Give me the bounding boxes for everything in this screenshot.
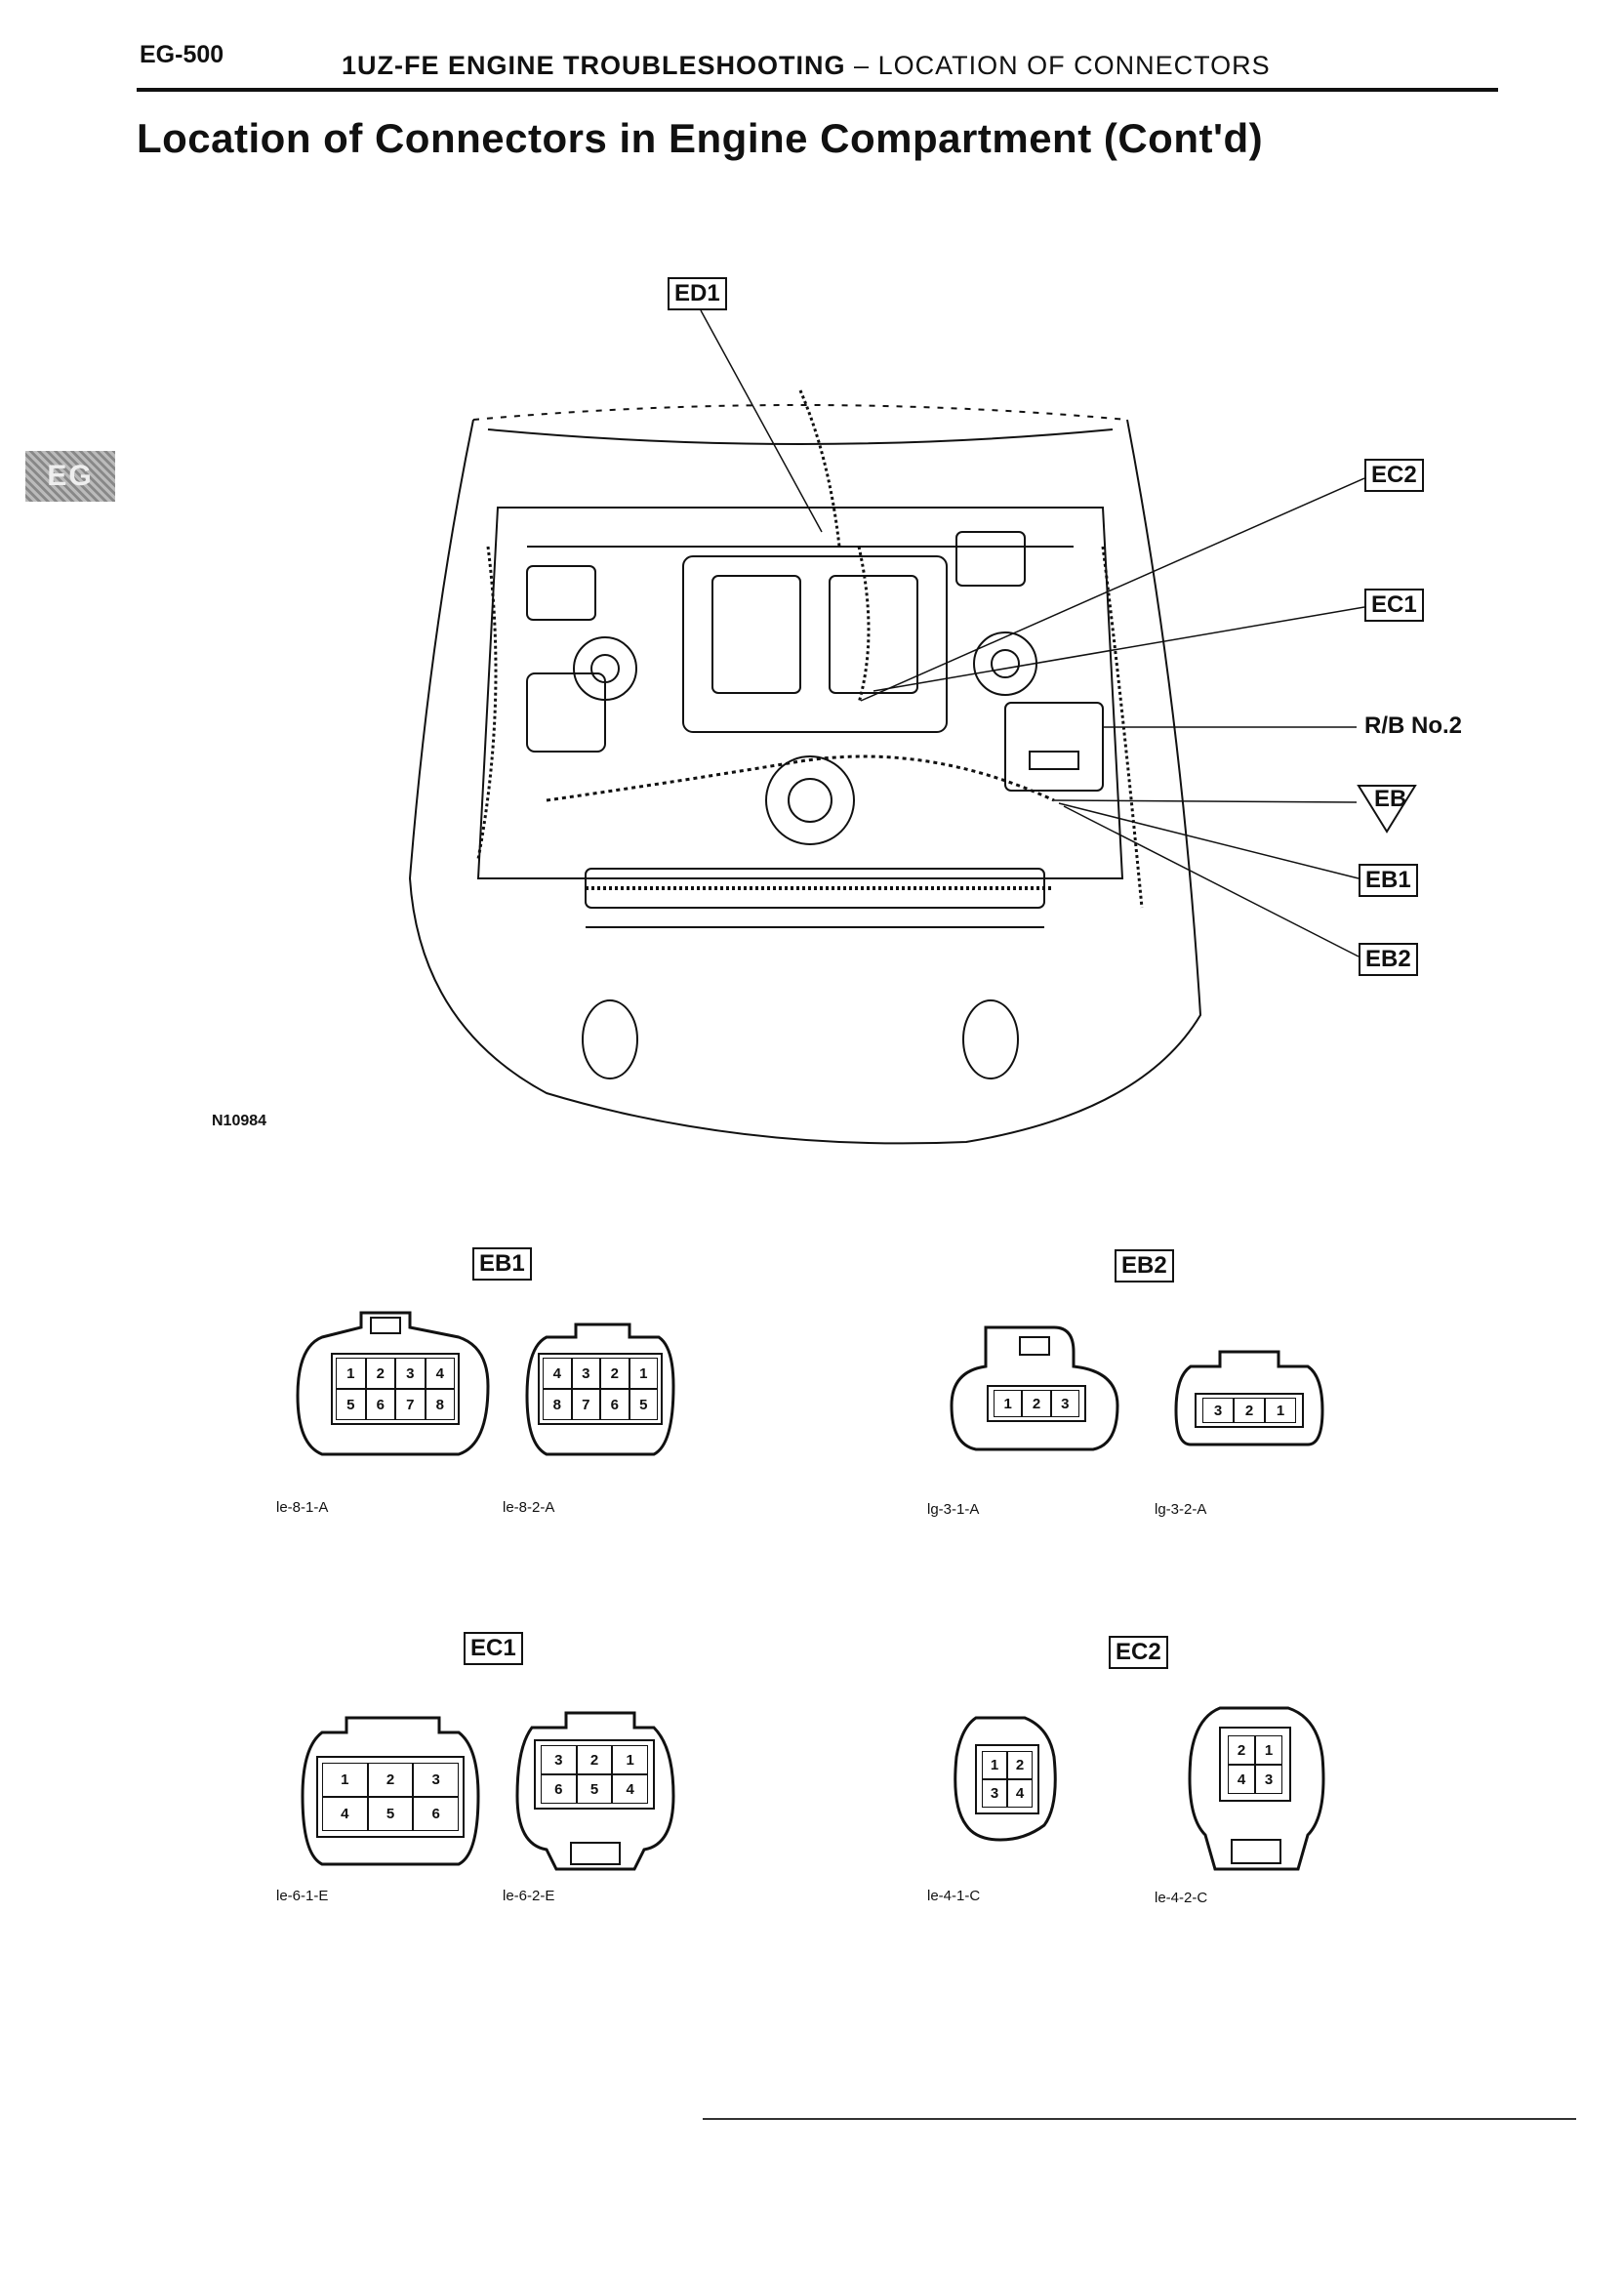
callout-eb: EB <box>1374 786 1407 812</box>
callout-ec1: EC1 <box>1364 589 1424 622</box>
pin: 8 <box>425 1389 455 1420</box>
callout-rb-no2: R/B No.2 <box>1364 712 1463 739</box>
connector-code: le-4-1-C <box>927 1888 981 1904</box>
callout-eb2: EB2 <box>1359 943 1418 976</box>
pin: 4 <box>1228 1765 1255 1794</box>
pin: 5 <box>336 1389 366 1420</box>
page-number: EG-500 <box>140 41 224 68</box>
side-tab-label: EG <box>47 460 94 492</box>
pin: 7 <box>395 1389 426 1420</box>
pin: 2 <box>1022 1390 1051 1417</box>
pin: 1 <box>322 1763 368 1797</box>
pin: 4 <box>1007 1779 1033 1808</box>
pin: 1 <box>994 1390 1023 1417</box>
ec1-right-housing <box>515 1711 675 1871</box>
header-separator: – <box>854 51 871 80</box>
pin: 2 <box>1234 1398 1265 1423</box>
pin: 1 <box>1255 1735 1282 1765</box>
pin: 3 <box>982 1779 1007 1808</box>
ec2-left-pins: 1 2 3 4 <box>982 1751 1033 1808</box>
connector-label-eb1: EB1 <box>472 1247 532 1281</box>
pin: 4 <box>543 1358 572 1389</box>
ec1-left-housing <box>301 1716 480 1866</box>
connector-code: le-4-2-C <box>1155 1890 1208 1906</box>
bottom-rule <box>703 2118 1576 2120</box>
pin: 3 <box>395 1358 426 1389</box>
connector-label-ec2: EC2 <box>1109 1636 1168 1669</box>
pin: 4 <box>322 1797 368 1831</box>
eb1-left-pins: 1 2 3 4 5 6 7 8 <box>336 1358 455 1420</box>
eb2-right-housing <box>1174 1350 1324 1446</box>
pin: 2 <box>1007 1751 1033 1779</box>
ec2-right-pins: 2 1 4 3 <box>1228 1735 1282 1794</box>
pin: 4 <box>425 1358 455 1389</box>
eb1-left-housing <box>296 1311 490 1456</box>
figure-id: N10984 <box>212 1113 267 1129</box>
pin: 2 <box>600 1358 629 1389</box>
pin: 3 <box>1050 1390 1079 1417</box>
pin: 2 <box>576 1745 613 1774</box>
callout-ec2: EC2 <box>1364 459 1424 492</box>
pin: 3 <box>1202 1398 1234 1423</box>
callout-eb1: EB1 <box>1359 864 1418 897</box>
pin: 6 <box>541 1774 577 1804</box>
pin: 7 <box>571 1389 600 1420</box>
connector-code: le-8-2-A <box>503 1499 555 1516</box>
pin: 6 <box>413 1797 459 1831</box>
pin: 3 <box>541 1745 577 1774</box>
eb2-left-pins: 1 2 3 <box>994 1390 1079 1417</box>
pin: 8 <box>543 1389 572 1420</box>
connector-code: lg-3-2-A <box>1155 1501 1207 1518</box>
eb1-right-pins: 4 3 2 1 8 7 6 5 <box>543 1358 658 1420</box>
eb1-right-housing <box>525 1323 675 1456</box>
pin: 1 <box>629 1358 658 1389</box>
section-title: 1UZ-FE ENGINE TROUBLESHOOTING <box>342 51 846 80</box>
pin: 4 <box>612 1774 648 1804</box>
pin: 5 <box>576 1774 613 1804</box>
pin: 5 <box>367 1797 414 1831</box>
connector-code: le-6-1-E <box>276 1888 329 1904</box>
pin: 3 <box>571 1358 600 1389</box>
pin: 1 <box>982 1751 1007 1779</box>
connector-code: lg-3-1-A <box>927 1501 980 1518</box>
pin: 2 <box>365 1358 395 1389</box>
pin: 6 <box>600 1389 629 1420</box>
connector-label-eb2: EB2 <box>1115 1249 1174 1282</box>
ec2-right-housing <box>1188 1706 1325 1871</box>
subsection-title: LOCATION OF CONNECTORS <box>877 51 1271 80</box>
ec1-right-pins: 3 2 1 6 5 4 <box>541 1745 648 1804</box>
page-title: Location of Connectors in Engine Compart… <box>137 115 1264 161</box>
pin: 6 <box>365 1389 395 1420</box>
section-side-tab: EG <box>25 451 115 502</box>
header-title: 1UZ-FE ENGINE TROUBLESHOOTING – LOCATION… <box>342 51 1271 81</box>
eb2-right-pins: 3 2 1 <box>1202 1398 1296 1423</box>
pin: 5 <box>629 1389 658 1420</box>
header-rule <box>137 88 1498 92</box>
pin: 1 <box>336 1358 366 1389</box>
connector-label-ec1: EC1 <box>464 1632 523 1665</box>
pin: 2 <box>1228 1735 1255 1765</box>
callout-ed1: ED1 <box>668 277 727 310</box>
ec1-left-pins: 1 2 3 4 5 6 <box>322 1763 459 1831</box>
connector-code: le-8-1-A <box>276 1499 329 1516</box>
pin: 1 <box>612 1745 648 1774</box>
pin: 2 <box>367 1763 414 1797</box>
eb2-left-housing <box>950 1325 1119 1451</box>
connector-code: le-6-2-E <box>503 1888 555 1904</box>
pin: 3 <box>1255 1765 1282 1794</box>
pin: 1 <box>1265 1398 1296 1423</box>
pin: 3 <box>413 1763 459 1797</box>
ec2-left-housing <box>954 1716 1057 1842</box>
